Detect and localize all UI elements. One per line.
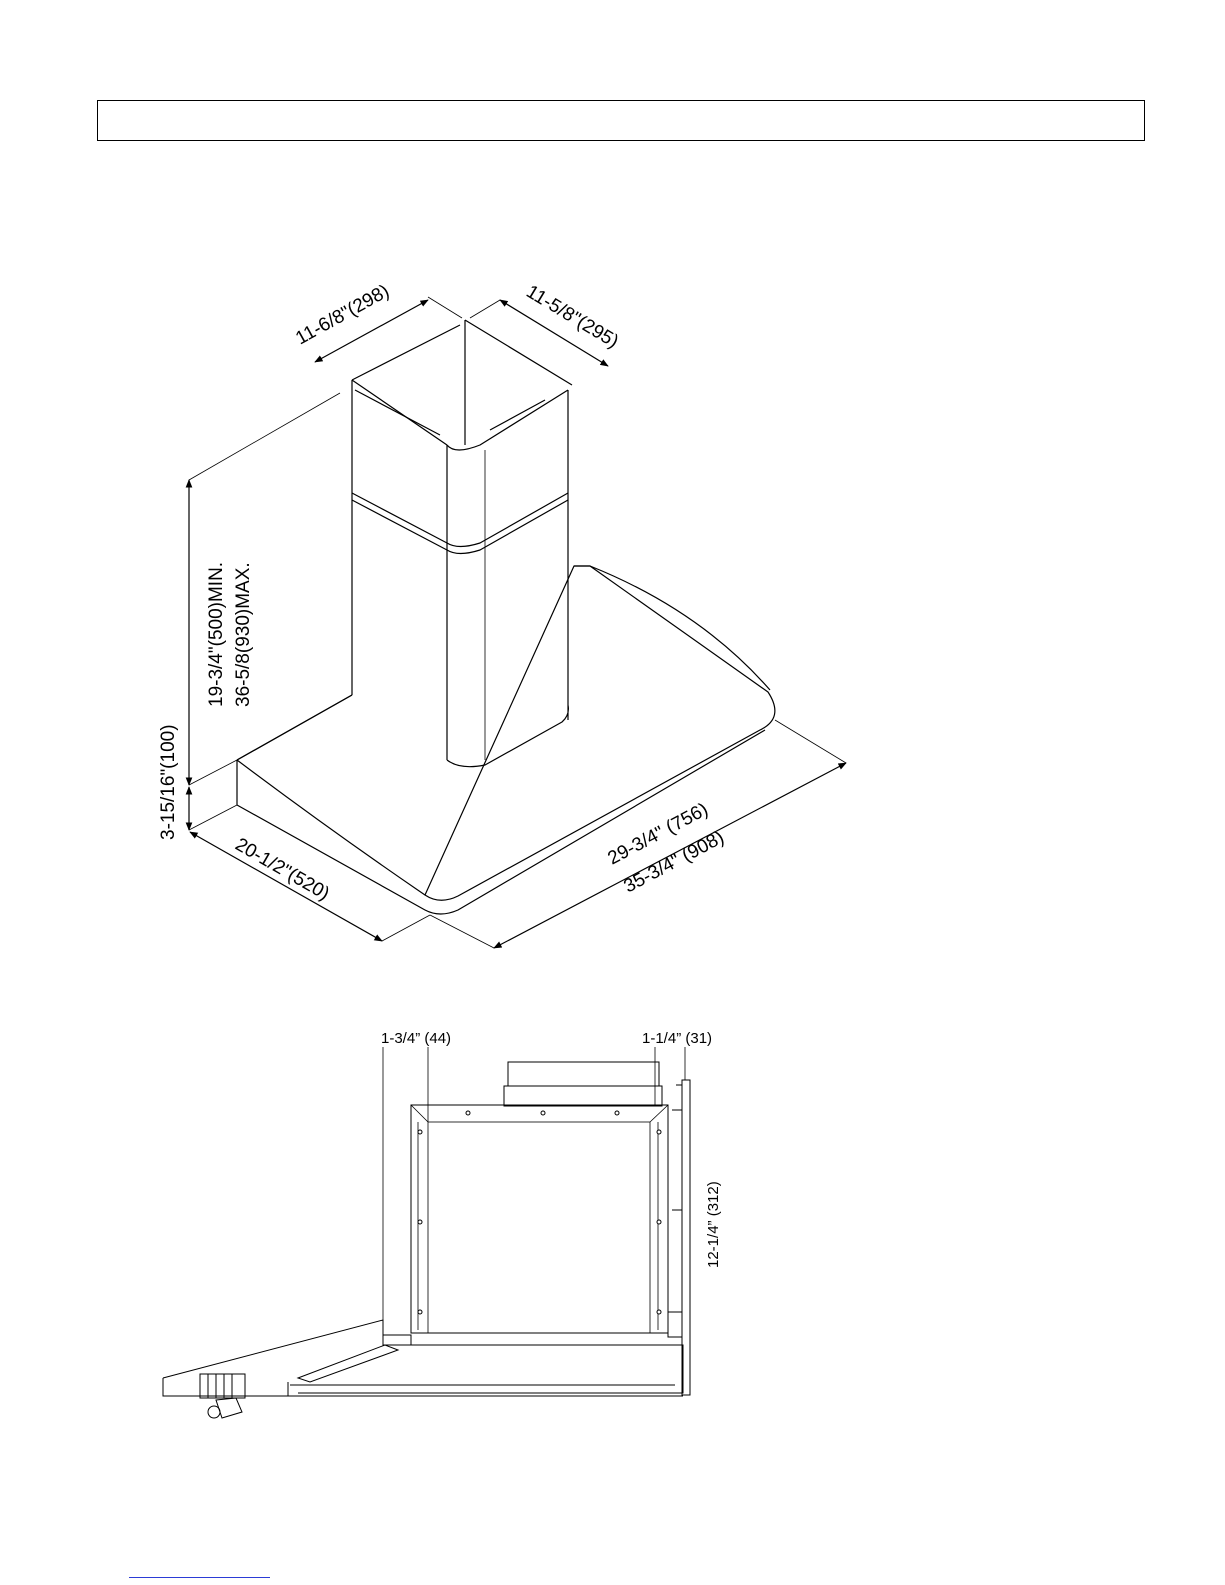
chimney-body <box>352 380 568 767</box>
dim-hood-height: 3-15/16"(100) <box>158 724 179 840</box>
dim-chimney-width: 11-6/8"(298) <box>292 281 393 350</box>
dim-chimney-height-max: 36-5/8(930)MAX. <box>233 562 254 707</box>
footer-link-underline <box>129 1577 270 1578</box>
dim-hood-depth: 20-1/2"(520) <box>232 834 333 905</box>
screws <box>418 1111 661 1314</box>
side-dimension-labels: 1-3/4” (44) 1-1/4” (31) 12-1/4” (312) <box>381 1030 722 1268</box>
side-view <box>163 1062 690 1418</box>
side-dimension-lines <box>383 1047 690 1395</box>
cabinet-frame <box>411 1105 668 1333</box>
dim-side-height: 12-1/4” (312) <box>705 1181 722 1268</box>
dim-right-offset: 1-1/4” (31) <box>642 1030 712 1047</box>
iso-dimension-lines <box>189 297 846 948</box>
iso-dimension-labels: 11-6/8"(298) 11-5/8"(295) 19-3/4"(500)MI… <box>158 281 728 905</box>
lower-canopy <box>163 1320 683 1393</box>
dim-chimney-depth: 11-5/8"(295) <box>522 281 622 352</box>
dim-left-offset: 1-3/4” (44) <box>381 1030 451 1047</box>
duct-collar <box>508 1062 659 1086</box>
dim-chimney-height-min: 19-3/4"(500)MIN. <box>206 562 227 707</box>
